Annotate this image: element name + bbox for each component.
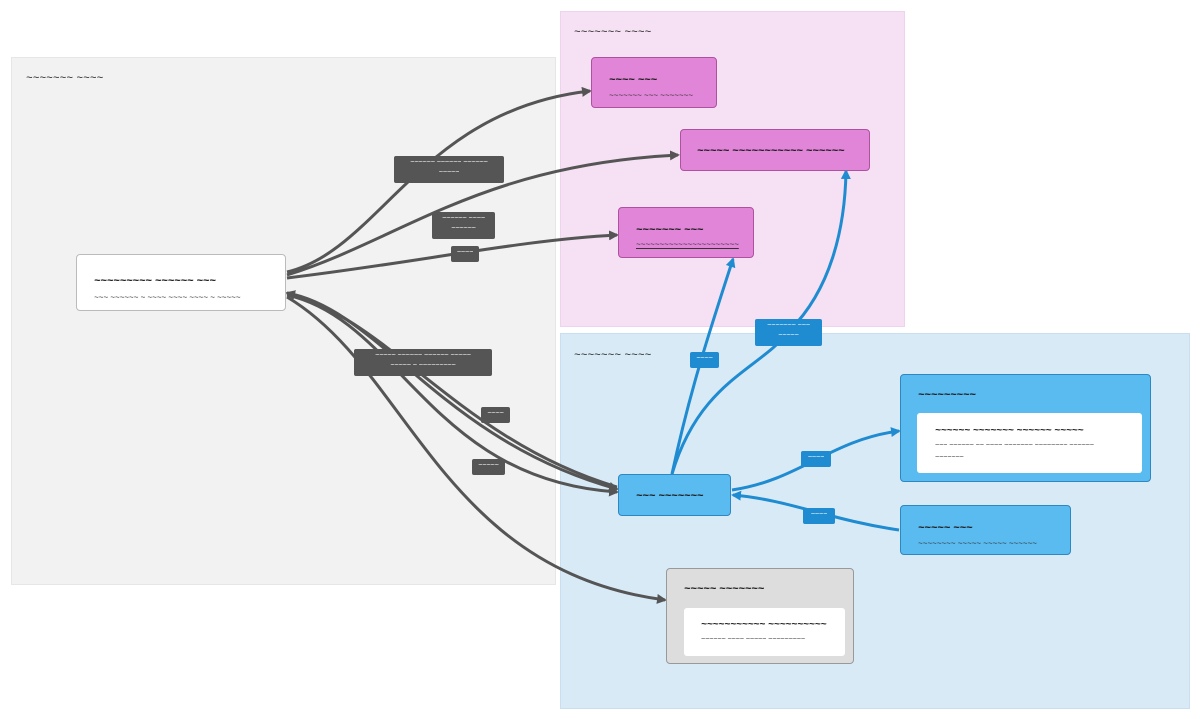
gray-card-title: ~~~~~~~~~~~ ~~~~~~~~~~: [701, 619, 827, 630]
gray-node-card: ~~~~~~~~~~~ ~~~~~~~~~~ ~~~~~~ ~~~~ ~~~~~…: [684, 608, 845, 656]
edge-label-1: ~~~~~~ ~~~~~~ ~~~~~~ ~~~~~: [394, 156, 504, 183]
edge-label-6: ~~~~~: [472, 459, 505, 475]
gray-node[interactable]: ~~~~~ ~~~~~~~ ~~~~~~~~~~~ ~~~~~~~~~~ ~~~…: [666, 568, 854, 664]
pink-node-1-subtitle: ~~~~~~~ ~~~ ~~~~~~~: [609, 91, 693, 100]
source-node[interactable]: ~~~~~~~~~ ~~~~~~ ~~~ ~~~ ~~~~~~ ~ ~~~~ ~…: [76, 254, 286, 311]
blue-big-node-title: ~~~~~~~~~: [918, 389, 976, 401]
gray-card-subtitle: ~~~~~~ ~~~~ ~~~~~ ~~~~~~~~~: [701, 636, 805, 643]
blue-small-node-subtitle: ~~~~~~~~ ~~~~~ ~~~~~ ~~~~~~: [918, 539, 1037, 548]
blue-edge-label-4: ~~~~: [803, 508, 835, 524]
blue-small-node[interactable]: ~~~~~ ~~~ ~~~~~~~~ ~~~~~ ~~~~~ ~~~~~~: [900, 505, 1071, 555]
blue-region-label: ~~~~~~~ ~~~~: [574, 349, 652, 361]
blue-edge-label-2: ~~~~~~~ ~~~ ~~~~~: [755, 319, 822, 346]
gray-node-title: ~~~~~ ~~~~~~~: [684, 583, 765, 595]
blue-edge-label-2-line2: ~~~~~: [778, 332, 799, 339]
pink-region-label: ~~~~~~~ ~~~~: [574, 26, 652, 38]
edge-label-4-line2: ~~~~~ ~ ~~~~~~~~~: [390, 362, 456, 369]
blue-edge-label-1: ~~~~: [690, 352, 719, 368]
blue-big-card-subtitle-1: ~~~ ~~~~~~ ~~ ~~~~ ~~~~~~~ ~~~~~~~~ ~~~~…: [935, 442, 1094, 449]
edge-source-to-hub-a: [286, 291, 619, 492]
pink-node-3[interactable]: ~~~~~~~ ~~~ ~~~~~~~~~~~~~~~~~~~~~~: [618, 207, 754, 258]
edge-source-to-pink2: [286, 150, 680, 277]
edge-label-5: ~~~~: [481, 407, 510, 423]
blue-big-card-title: ~~~~~~ ~~~~~~~ ~~~~~~ ~~~~~: [935, 425, 1084, 436]
blue-edge-label-3: ~~~~: [801, 451, 831, 467]
left-region: ~~~~~~~ ~~~~: [11, 57, 556, 585]
pink-node-1-title: ~~~~ ~~~: [609, 74, 658, 86]
blue-edge-label-2-line1: ~~~~~~~ ~~~: [767, 322, 810, 329]
pink-node-3-subtitle: ~~~~~~~~~~~~~~~~~~~~~~: [636, 240, 739, 249]
source-node-title: ~~~~~~~~~ ~~~~~~ ~~~: [94, 275, 216, 287]
blue-big-card-subtitle-2: ~~~~~~~: [935, 454, 964, 461]
edge-label-2-line1: ~~~~~~ ~~~~: [442, 215, 485, 222]
edge-source-to-gray: [286, 295, 667, 604]
edge-label-2-line2: ~~~~~~: [451, 225, 476, 232]
edge-source-to-hub-b: [286, 293, 619, 497]
pink-node-2[interactable]: ~~~~~ ~~~~~~~~~~~ ~~~~~~: [680, 129, 870, 171]
pink-node-3-title: ~~~~~~~ ~~~: [636, 224, 704, 236]
pink-node-2-title: ~~~~~ ~~~~~~~~~~~ ~~~~~~: [697, 145, 845, 157]
blue-small-node-title: ~~~~~ ~~~: [918, 522, 973, 534]
edge-label-1-line1: ~~~~~~ ~~~~~~ ~~~~~~: [410, 159, 488, 166]
edge-label-4: ~~~~~ ~~~~~~ ~~~~~~ ~~~~~ ~~~~~ ~ ~~~~~~…: [354, 349, 492, 376]
edge-label-1-line2: ~~~~~: [438, 169, 460, 176]
hub-node[interactable]: ~~~ ~~~~~~~: [618, 474, 731, 516]
blue-big-node-card: ~~~~~~ ~~~~~~~ ~~~~~~ ~~~~~ ~~~ ~~~~~~ ~…: [917, 413, 1142, 473]
source-node-subtitle: ~~~ ~~~~~~ ~ ~~~~ ~~~~ ~~~~ ~ ~~~~~: [94, 293, 241, 302]
edge-label-2: ~~~~~~ ~~~~ ~~~~~~: [432, 212, 495, 239]
edge-label-4-line1: ~~~~~ ~~~~~~ ~~~~~~ ~~~~~: [375, 352, 471, 359]
hub-node-title: ~~~ ~~~~~~~: [636, 490, 704, 502]
edge-hub-to-source: [285, 290, 618, 489]
blue-big-node[interactable]: ~~~~~~~~~ ~~~~~~ ~~~~~~~ ~~~~~~ ~~~~~ ~~…: [900, 374, 1151, 482]
left-region-label: ~~~~~~~ ~~~~: [26, 72, 104, 84]
pink-node-1[interactable]: ~~~~ ~~~ ~~~~~~~ ~~~ ~~~~~~~: [591, 57, 717, 108]
edge-label-3: ~~~~: [451, 246, 479, 262]
